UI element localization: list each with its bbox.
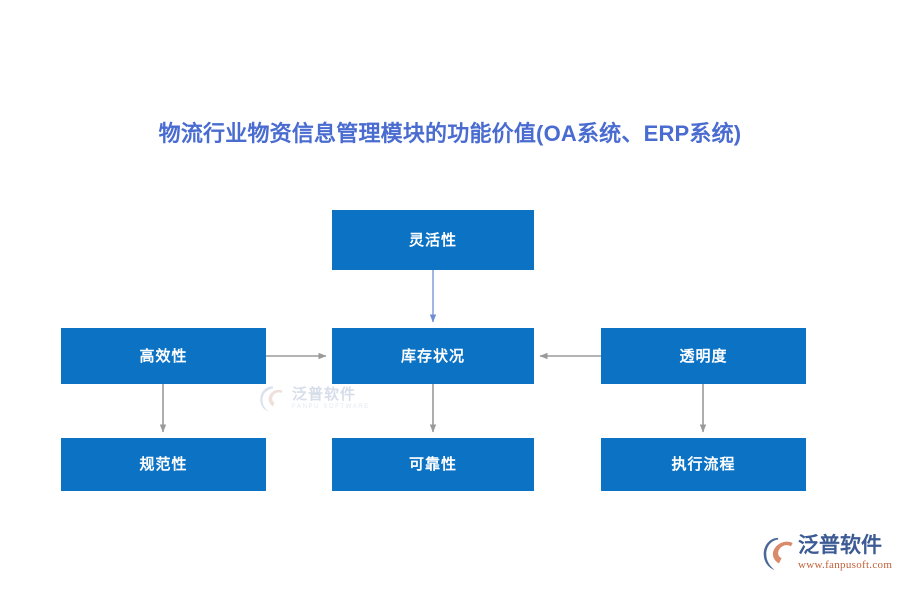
node-label: 灵活性 [408, 231, 457, 249]
node-transparency[interactable]: 透明度 [601, 328, 806, 384]
node-label: 透明度 [679, 347, 728, 365]
node-normative[interactable]: 规范性 [61, 438, 266, 491]
node-label: 高效性 [139, 347, 188, 365]
node-reliability[interactable]: 可靠性 [332, 438, 534, 491]
node-label: 规范性 [139, 456, 188, 473]
brand-name-cn: 泛普软件 [798, 534, 882, 557]
node-efficiency[interactable]: 高效性 [61, 328, 266, 384]
brand-logo: 泛普软件 www.fanpusoft.com [762, 534, 894, 590]
page-title: 物流行业物资信息管理模块的功能价值(OA系统、ERP系统) [158, 121, 742, 146]
node-flexibility[interactable]: 灵活性 [332, 210, 534, 270]
node-execution-process[interactable]: 执行流程 [601, 438, 806, 491]
node-label: 执行流程 [671, 456, 736, 473]
brand-text: 泛普软件 www.fanpusoft.com [798, 534, 892, 572]
brand-url: www.fanpusoft.com [798, 559, 893, 572]
fanpu-logo-icon [762, 536, 796, 572]
node-inventory-status[interactable]: 库存状况 [332, 328, 534, 384]
node-label: 可靠性 [408, 456, 457, 473]
node-label: 库存状况 [400, 347, 465, 365]
